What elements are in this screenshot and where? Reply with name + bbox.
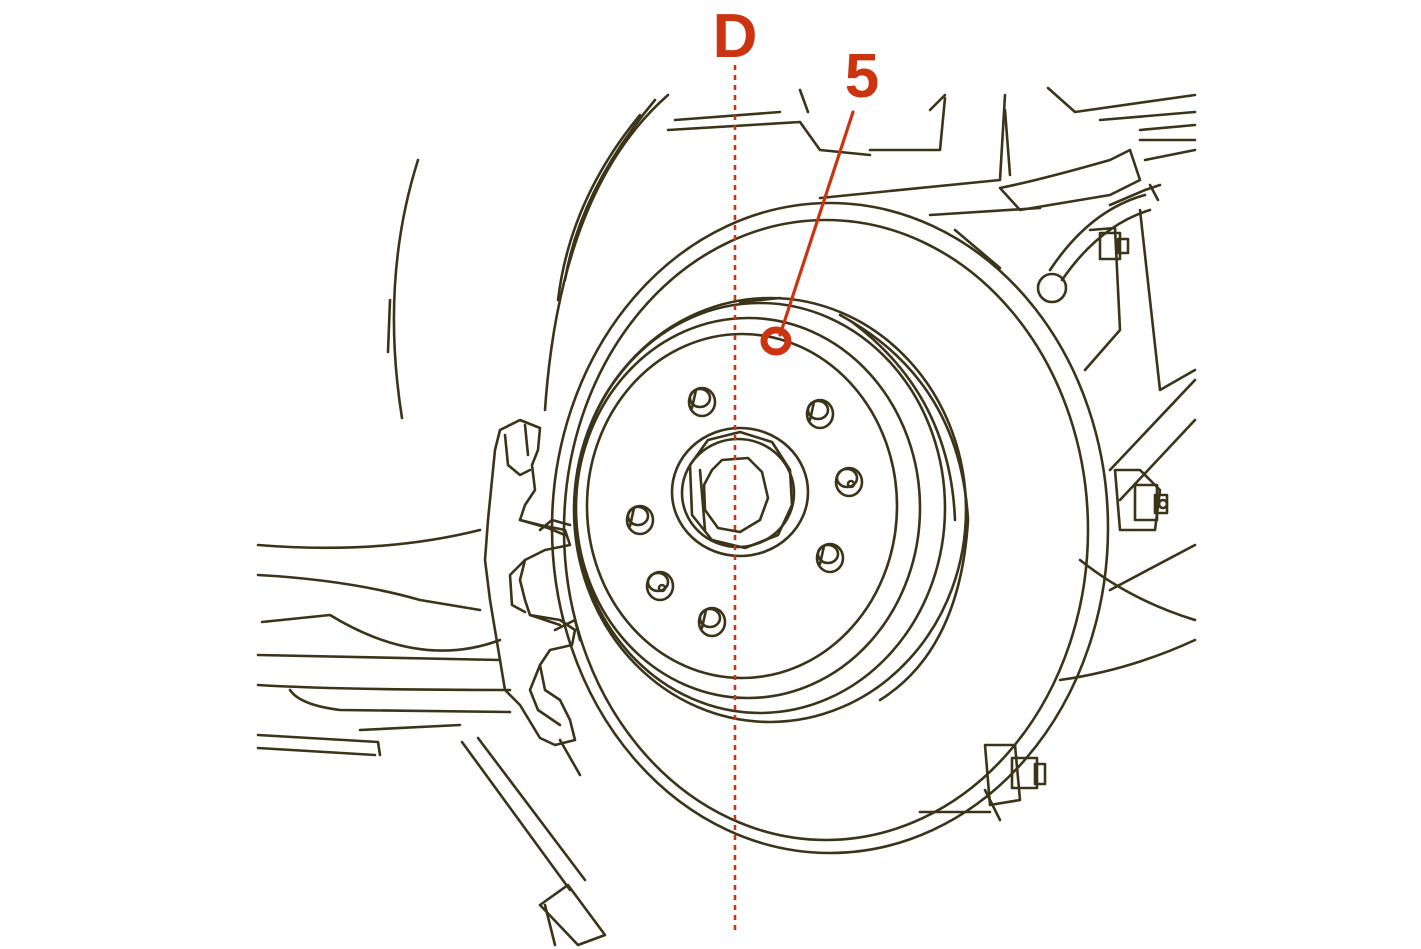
wheel-stud xyxy=(645,570,675,602)
wheel-stud xyxy=(815,542,845,574)
wheel-stud xyxy=(805,398,835,430)
annotations: D 5 xyxy=(713,2,879,935)
callout-label-5: 5 xyxy=(845,42,879,111)
wheel-stud xyxy=(697,606,727,638)
axis-label-d: D xyxy=(713,2,758,71)
caliper-bracket xyxy=(483,418,582,747)
wheel-stud xyxy=(625,504,655,536)
wheel-studs xyxy=(625,386,864,638)
brake-rotor xyxy=(550,201,1110,855)
reference-mark-icon xyxy=(760,326,792,356)
wheel-stud xyxy=(834,466,864,498)
hub-assembly xyxy=(670,426,810,558)
wheel-stud xyxy=(687,386,717,418)
callout-leader-line xyxy=(778,110,855,337)
